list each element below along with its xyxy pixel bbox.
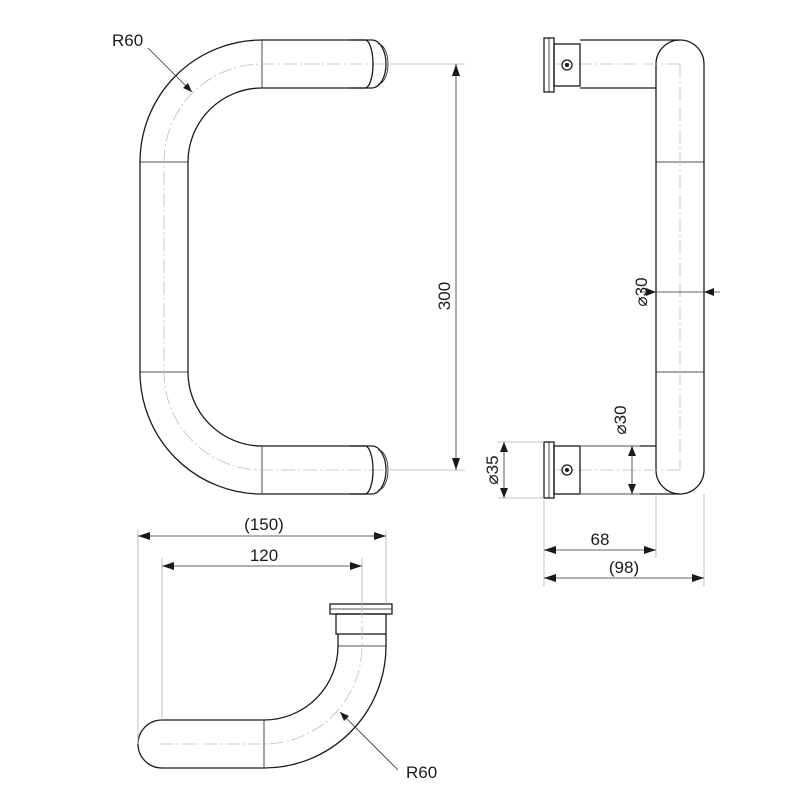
bottom-screw-head xyxy=(565,468,569,472)
dim-arrow xyxy=(162,562,174,570)
top-view-outer-outline xyxy=(137,634,387,769)
side-tube-bottom-cap xyxy=(655,446,681,495)
radius-label-bottom: R60 xyxy=(406,763,437,782)
side-tube-outline xyxy=(580,39,705,495)
overall-depth-label: (98) xyxy=(609,558,639,577)
front-view-outer-outline xyxy=(139,39,365,495)
tube-diameter-label: ⌀30 xyxy=(632,277,651,306)
dim-arrow xyxy=(350,562,362,570)
front-view-centerline xyxy=(163,63,385,471)
front-view: R60 300 xyxy=(112,31,465,495)
dim-arrow xyxy=(628,446,636,456)
width-label: 120 xyxy=(250,546,278,565)
post-diameter-label: ⌀30 xyxy=(611,405,630,434)
dim-arrow xyxy=(544,574,556,582)
dim-arrow xyxy=(646,288,656,296)
dim-arrow xyxy=(452,64,460,76)
height-label: 300 xyxy=(435,282,454,310)
radius-label-top: R60 xyxy=(112,31,143,50)
overall-width-label: (150) xyxy=(244,515,284,534)
top-rosette-cap xyxy=(364,39,374,89)
top-view: R60 (150) 120 xyxy=(137,515,437,782)
bottom-rosette-rim xyxy=(377,449,389,491)
side-view: ⌀30 ⌀30 ⌀35 68 (98) xyxy=(483,37,720,586)
radius-leader-top xyxy=(147,47,193,93)
bottom-screw-icon xyxy=(561,464,573,476)
top-view-centerline xyxy=(160,604,363,745)
side-tube-inner xyxy=(580,87,657,447)
front-view-inner-outline xyxy=(187,87,365,447)
top-post xyxy=(553,43,581,87)
bottom-rosette-cap xyxy=(364,445,374,495)
dim-arrow xyxy=(138,532,150,540)
depth-label: 68 xyxy=(591,530,610,549)
top-screw-icon xyxy=(561,59,573,71)
top-view-post xyxy=(335,613,387,635)
radius-arrow-top xyxy=(183,83,192,92)
radius-arrow-bottom xyxy=(340,712,349,721)
dim-arrow xyxy=(704,288,714,296)
top-rosette xyxy=(350,39,387,89)
dim-arrow xyxy=(544,546,556,554)
dim-arrow xyxy=(644,546,656,554)
top-screw-head xyxy=(565,63,569,67)
dim-arrow xyxy=(500,442,508,452)
bottom-rosette xyxy=(350,445,387,495)
dim-arrow xyxy=(500,488,508,498)
dim-arrow xyxy=(374,532,386,540)
radius-leader-bottom xyxy=(339,711,399,771)
flange-diameter-label: ⌀35 xyxy=(483,455,502,484)
dim-arrow xyxy=(628,484,636,494)
dim-arrow xyxy=(692,574,704,582)
side-tube-top-cap xyxy=(655,39,681,88)
dim-arrow xyxy=(452,458,460,470)
bottom-post xyxy=(553,445,581,495)
top-rosette-rim xyxy=(377,43,389,85)
